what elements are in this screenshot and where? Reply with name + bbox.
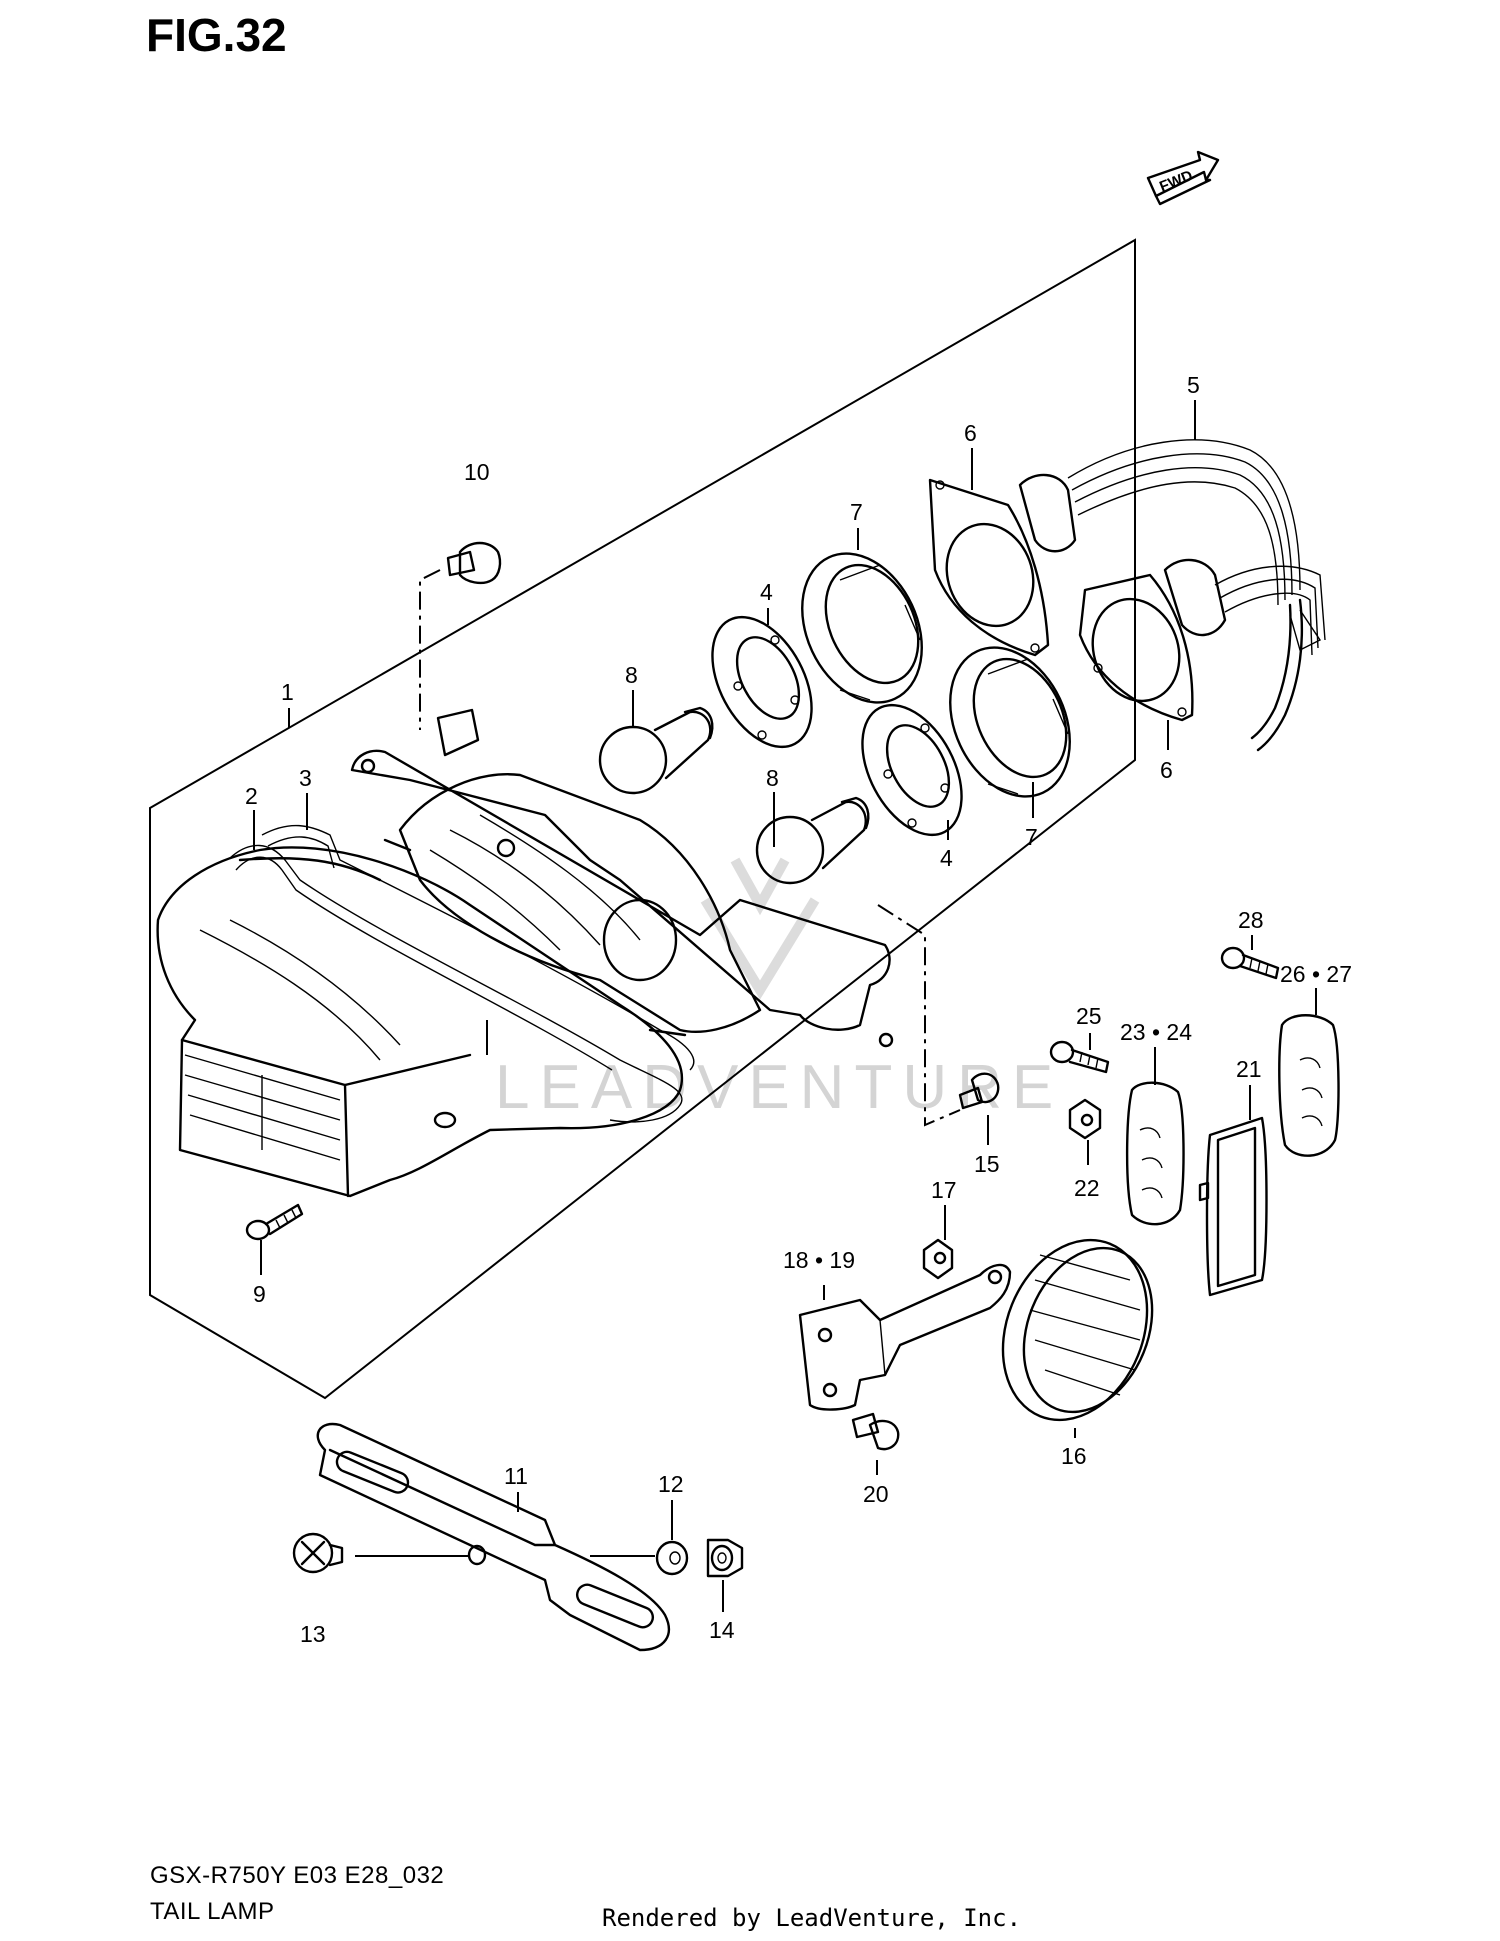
bracket-11 bbox=[316, 1422, 670, 1652]
leader-15 bbox=[877, 904, 961, 1127]
washer-12 bbox=[655, 1540, 689, 1576]
callout-6-upper: 6 bbox=[964, 420, 977, 446]
callouts: 1 2 3 4 4 5 6 6 7 7 8 8 9 10 11 12 13 14… bbox=[245, 372, 1352, 1647]
nut-14 bbox=[706, 1538, 744, 1578]
bulb-8-lower bbox=[755, 796, 870, 885]
fwd-label: FWD bbox=[1157, 167, 1195, 196]
callout-18-19: 18 • 19 bbox=[783, 1247, 855, 1273]
screw-28 bbox=[1220, 946, 1280, 980]
callout-2: 2 bbox=[245, 783, 258, 809]
callout-13: 13 bbox=[300, 1621, 326, 1647]
callout-28: 28 bbox=[1238, 907, 1264, 933]
callout-16: 16 bbox=[1061, 1443, 1087, 1469]
callout-4-lower: 4 bbox=[940, 845, 953, 871]
bolt-13 bbox=[292, 1532, 344, 1574]
assembly-frame bbox=[149, 238, 1136, 1400]
socket-4-lower bbox=[861, 703, 963, 837]
callout-23-24: 23 • 24 bbox=[1120, 1019, 1192, 1045]
screw-15 bbox=[958, 1072, 1000, 1110]
callout-11: 11 bbox=[504, 1463, 528, 1489]
screw-20 bbox=[851, 1412, 900, 1451]
reflector-16 bbox=[1001, 1238, 1154, 1422]
ring-7-lower bbox=[949, 646, 1071, 798]
callout-10: 10 bbox=[464, 459, 490, 485]
callout-4-upper: 4 bbox=[760, 579, 773, 605]
callout-8-lower: 8 bbox=[766, 765, 779, 791]
callout-6-lower: 6 bbox=[1160, 757, 1173, 783]
socket-4-upper bbox=[711, 615, 813, 749]
screw-25 bbox=[1049, 1040, 1110, 1074]
callout-25: 25 bbox=[1076, 1003, 1102, 1029]
callout-1: 1 bbox=[281, 679, 294, 705]
credit-line: Rendered by LeadVenture, Inc. bbox=[602, 1904, 1022, 1932]
callout-9: 9 bbox=[253, 1281, 266, 1307]
callout-3: 3 bbox=[299, 765, 312, 791]
bracket-18-19 bbox=[798, 1263, 1012, 1411]
callout-17: 17 bbox=[931, 1177, 957, 1203]
figure-title: FIG.32 bbox=[146, 9, 287, 61]
nut-17 bbox=[922, 1238, 954, 1280]
screw-10 bbox=[446, 541, 502, 585]
callout-8-upper: 8 bbox=[625, 662, 638, 688]
callout-7-upper: 7 bbox=[850, 499, 863, 525]
callout-20: 20 bbox=[863, 1481, 889, 1507]
gasket-6-lower bbox=[1078, 573, 1194, 722]
bulb-8-upper bbox=[598, 706, 714, 795]
callout-22: 22 bbox=[1074, 1175, 1100, 1201]
callout-7-lower: 7 bbox=[1025, 824, 1038, 850]
callout-12: 12 bbox=[658, 1471, 684, 1497]
nut-22 bbox=[1068, 1098, 1102, 1140]
screw-9 bbox=[245, 1203, 304, 1241]
callout-15: 15 bbox=[974, 1151, 1000, 1177]
wiring-harness-5 bbox=[1018, 439, 1326, 752]
callout-5: 5 bbox=[1187, 372, 1200, 398]
gasket-6-upper bbox=[928, 478, 1050, 657]
leader-lines bbox=[253, 400, 1317, 1612]
leader-10 bbox=[419, 569, 441, 730]
ring-7-upper bbox=[801, 552, 923, 704]
model-code: GSX-R750Y E03 E28_032 bbox=[150, 1862, 445, 1889]
reflector-21 bbox=[1198, 1116, 1268, 1297]
callout-26-27: 26 • 27 bbox=[1280, 961, 1352, 987]
fwd-arrow-icon: FWD bbox=[1146, 150, 1220, 206]
callout-14: 14 bbox=[709, 1617, 735, 1643]
reflector-23-24 bbox=[1125, 1081, 1185, 1226]
reflector-26-27 bbox=[1278, 1014, 1340, 1157]
tail-lamp-housing bbox=[156, 708, 894, 1198]
callout-21: 21 bbox=[1236, 1056, 1262, 1082]
figure-name: TAIL LAMP bbox=[150, 1898, 275, 1925]
